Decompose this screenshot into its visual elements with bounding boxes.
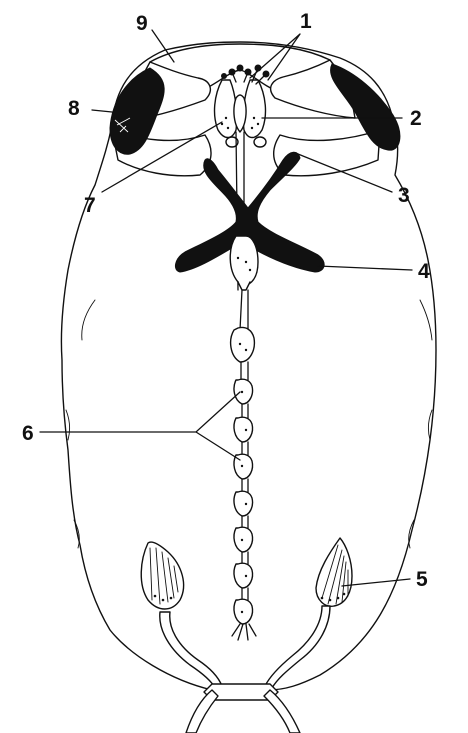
label-4: 4 [418, 260, 430, 283]
right-small-ganglion [254, 137, 266, 147]
label-5: 5 [416, 568, 428, 591]
label-2: 2 [410, 107, 422, 130]
label-6: 6 [22, 422, 34, 445]
label-8: 8 [68, 97, 80, 120]
leader-8 [92, 110, 112, 112]
label-3: 3 [398, 184, 410, 207]
left-posterior-appendage [186, 690, 218, 733]
right-posterior-appendage [264, 690, 300, 733]
label-9: 9 [136, 12, 148, 35]
label-1: 1 [300, 10, 312, 33]
label-7: 7 [84, 194, 96, 217]
